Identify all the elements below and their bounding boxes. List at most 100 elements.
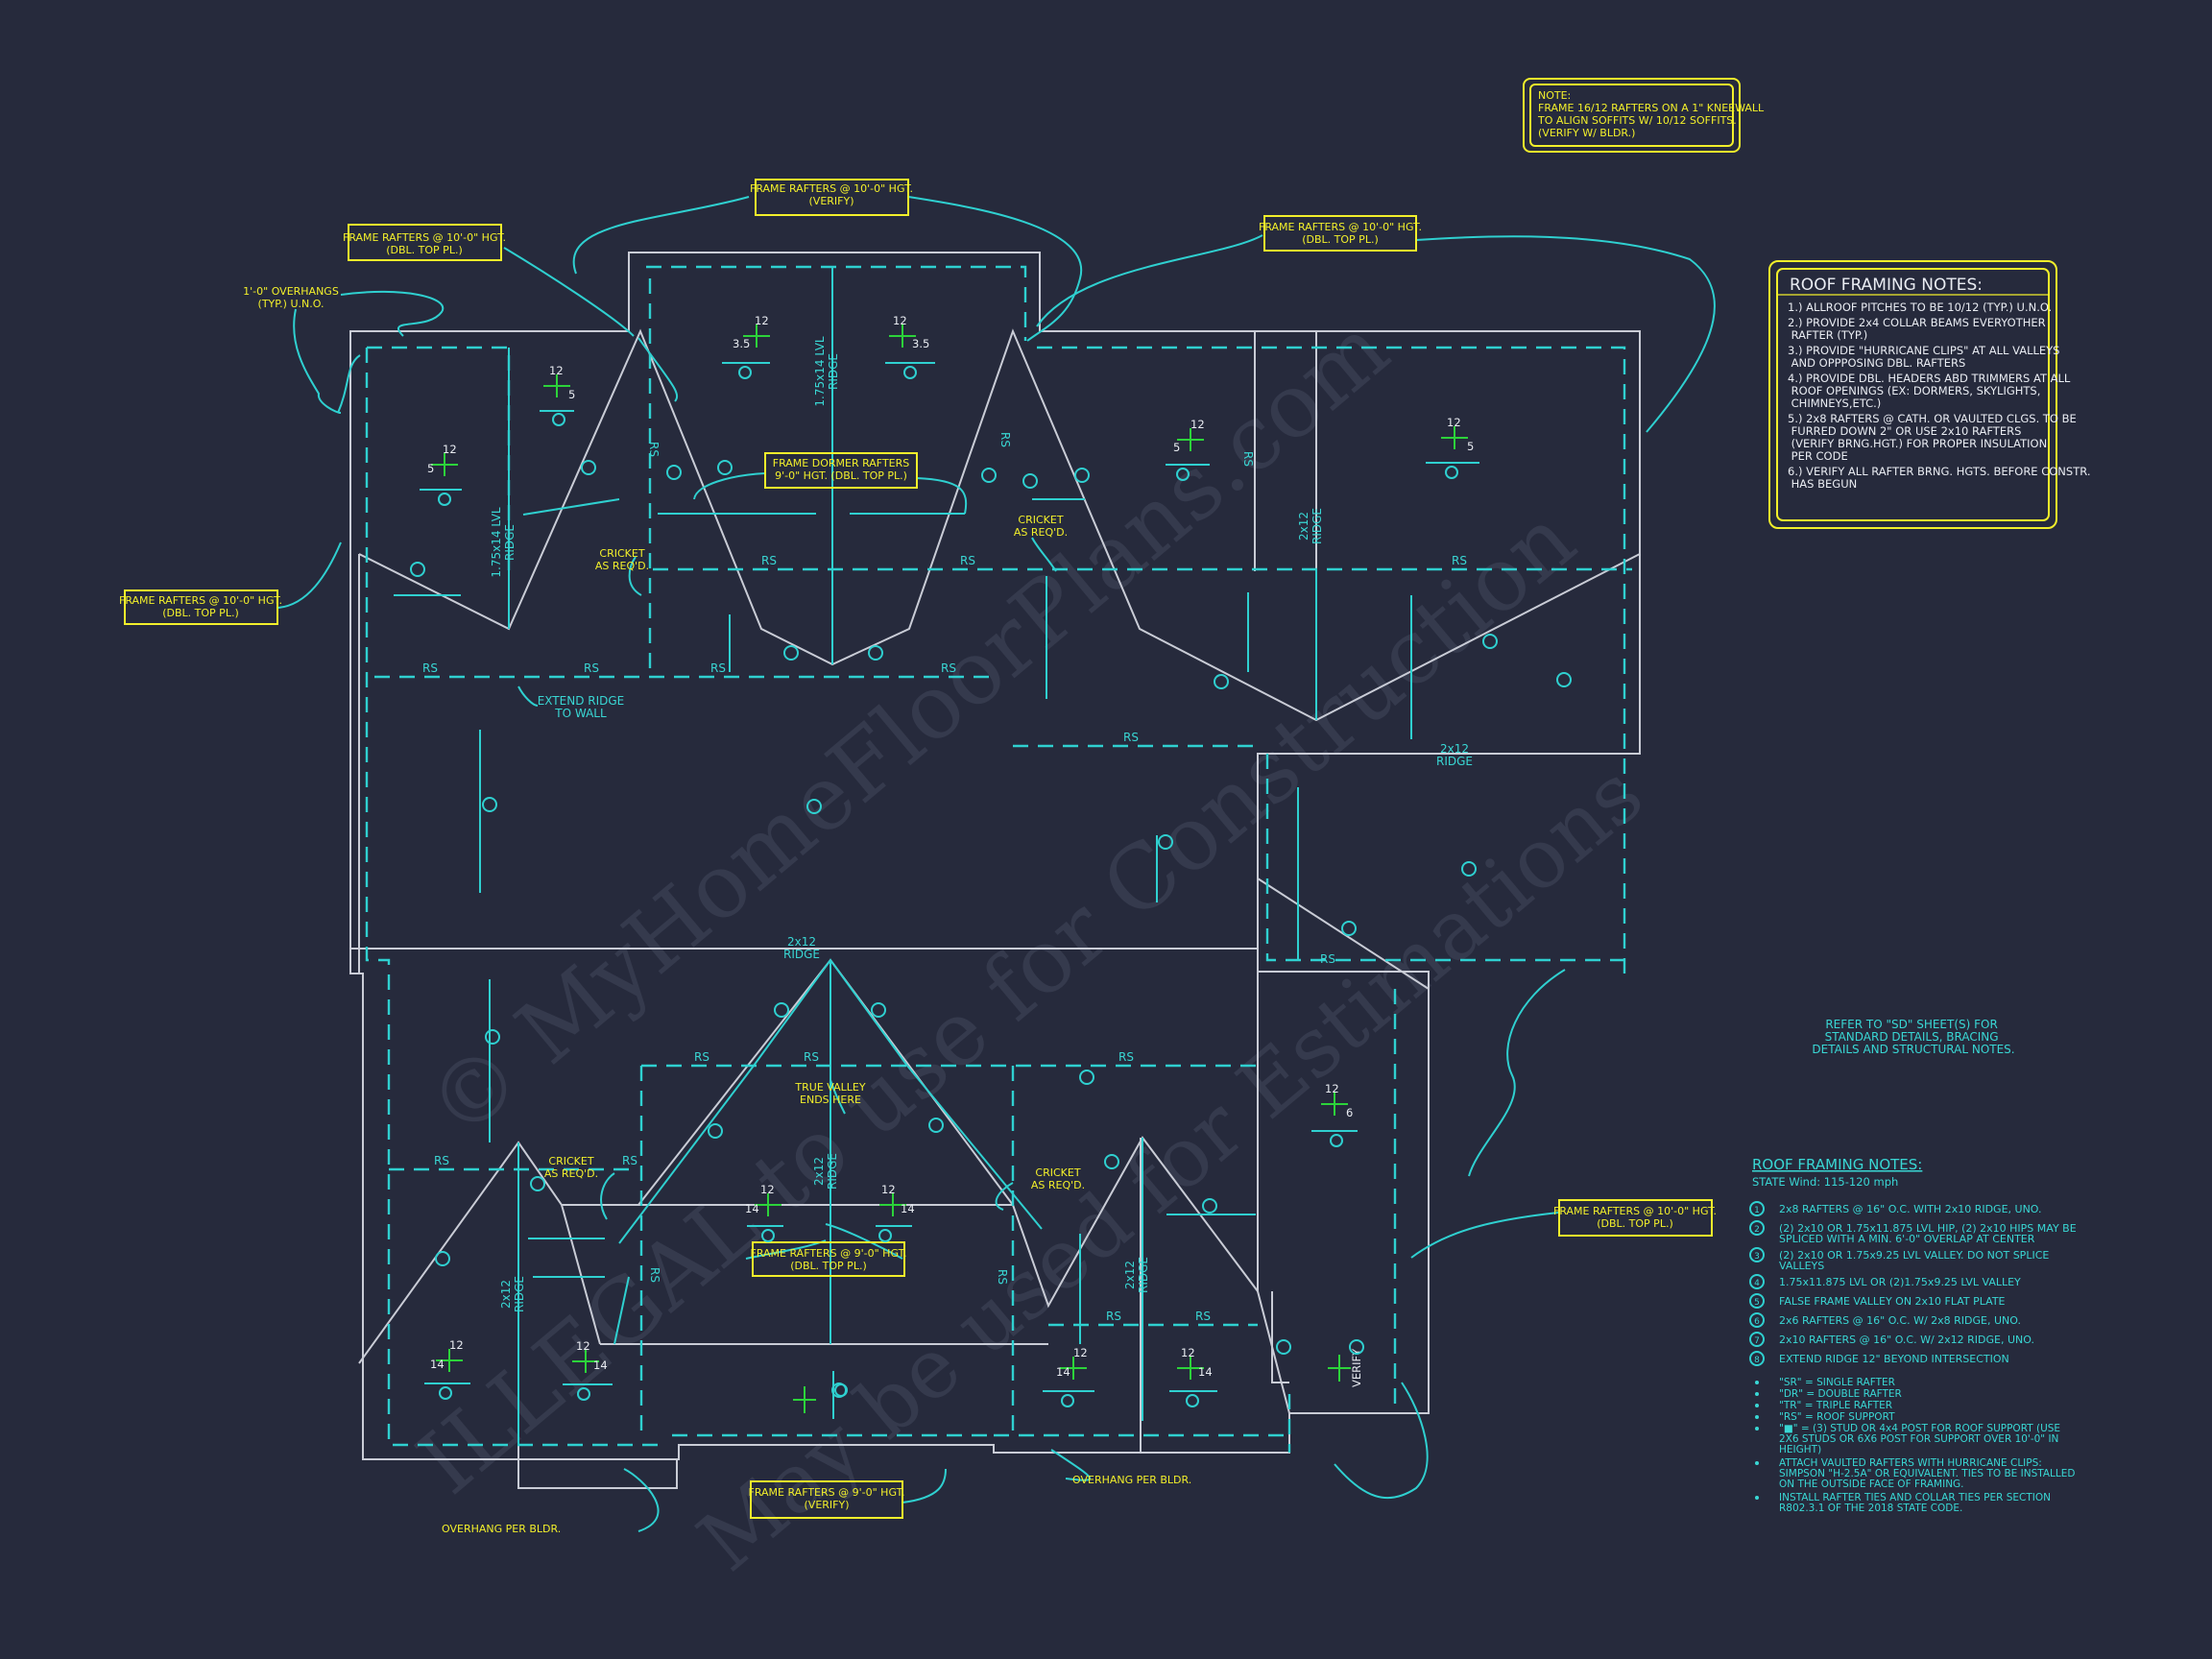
svg-text:12: 12 bbox=[449, 1338, 464, 1352]
ridge-labels: 1.75x14 LVLRIDGE 1.75x14 LVLRIDGE 2x12RI… bbox=[490, 336, 1473, 1312]
svg-text:12: 12 bbox=[881, 1183, 896, 1196]
general-note-line: ROOF OPENINGS (EX: DORMERS, SKYLIGHTS, bbox=[1788, 384, 2040, 397]
legend-number-circle bbox=[1749, 1351, 1765, 1366]
svg-text:14: 14 bbox=[1198, 1365, 1213, 1379]
legend-number: 5 bbox=[1754, 1298, 1760, 1308]
kneewall-note: NOTE: FRAME 16/12 RAFTERS ON A 1" KNEEWA… bbox=[1523, 78, 1767, 153]
legend-panel: ROOF FRAMING NOTES: STATE Wind: 115-120 … bbox=[1749, 1156, 2077, 1514]
general-notes-list: 1.) ALLROOF PITCHES TO BE 10/12 (TYP.) U… bbox=[1788, 301, 2090, 491]
abbreviation-text: "■" = (3) STUD OR 4x4 POST FOR ROOF SUPP… bbox=[1779, 1423, 2060, 1434]
general-note-line: 2.) PROVIDE 2x4 COLLAR BEAMS EVERYOTHER bbox=[1788, 316, 2046, 329]
legend-number: 8 bbox=[1754, 1356, 1760, 1365]
rs-label: RS bbox=[1123, 731, 1139, 744]
svg-text:1.75x14 LVLRIDGE: 1.75x14 LVLRIDGE bbox=[490, 507, 517, 577]
svg-text:12: 12 bbox=[549, 364, 564, 377]
kneewall-note-text: NOTE: FRAME 16/12 RAFTERS ON A 1" KNEEWA… bbox=[1537, 89, 1767, 139]
bullet-dot bbox=[1755, 1461, 1759, 1465]
legend-number: 7 bbox=[1754, 1336, 1760, 1346]
callout-bottom-center: FRAME RAFTERS @ 9'-0" HGT.(VERIFY) bbox=[749, 1486, 905, 1511]
rs-label: RS bbox=[998, 432, 1012, 447]
overhang-label: OVERHANG PER BLDR. bbox=[442, 1523, 561, 1535]
legend-item-text: 1.75x11.875 LVL OR (2)1.75x9.25 LVL VALL… bbox=[1779, 1276, 2021, 1288]
ridge-and-valley-lines bbox=[394, 267, 1412, 1445]
legend-number: 2 bbox=[1754, 1225, 1760, 1235]
roof-outline bbox=[349, 252, 1641, 1489]
legend-number-circle bbox=[1749, 1201, 1765, 1216]
rs-label: RS bbox=[996, 1269, 1009, 1285]
refer-note: REFER TO "SD" SHEET(S) FOR STANDARD DETA… bbox=[1812, 1018, 2014, 1056]
svg-text:12: 12 bbox=[760, 1183, 775, 1196]
legend-item-text: FALSE FRAME VALLEY ON 2x10 FLAT PLATE bbox=[1779, 1295, 2006, 1308]
abbreviation-text: "TR" = TRIPLE RAFTER bbox=[1779, 1400, 1892, 1411]
legend-title: ROOF FRAMING NOTES: bbox=[1752, 1156, 1922, 1173]
svg-text:12: 12 bbox=[755, 314, 769, 327]
svg-text:3.5: 3.5 bbox=[733, 337, 750, 350]
svg-text:12: 12 bbox=[1447, 416, 1461, 429]
svg-text:12: 12 bbox=[576, 1339, 590, 1353]
legend-item-text: VALLEYS bbox=[1779, 1260, 1824, 1272]
svg-text:2x12RIDGE: 2x12RIDGE bbox=[812, 1153, 839, 1190]
svg-text:2x12RIDGE: 2x12RIDGE bbox=[783, 935, 820, 961]
svg-text:12: 12 bbox=[1181, 1346, 1195, 1359]
rs-label: RS bbox=[941, 661, 956, 675]
abbreviation-text: R802.3.1 OF THE 2018 STATE CODE. bbox=[1779, 1503, 1962, 1514]
legend-number-circle bbox=[1749, 1312, 1765, 1328]
abbreviation-text: "DR" = DOUBLE RAFTER bbox=[1779, 1388, 1902, 1400]
callout-top-right: FRAME RAFTERS @ 10'-0" HGT.(DBL. TOP PL.… bbox=[1259, 221, 1422, 246]
general-notes-panel: ROOF FRAMING NOTES: 1.) ALLROOF PITCHES … bbox=[1768, 260, 2090, 529]
framing-callouts: FRAME RAFTERS @ 10'-0" HGT.(VERIFY) FRAM… bbox=[119, 179, 1717, 1519]
bullet-dot bbox=[1755, 1404, 1759, 1407]
rs-label: RS bbox=[584, 661, 599, 675]
svg-text:14: 14 bbox=[901, 1202, 915, 1215]
svg-text:1.75x14 LVLRIDGE: 1.75x14 LVLRIDGE bbox=[813, 336, 840, 406]
callout-center-lower: FRAME RAFTERS @ 9'-0" HGT.(DBL. TOP PL.) bbox=[751, 1247, 907, 1272]
svg-text:14: 14 bbox=[745, 1202, 759, 1215]
rs-label: RS bbox=[422, 661, 438, 675]
bullet-dot bbox=[1755, 1415, 1759, 1419]
rs-label: RS bbox=[761, 554, 777, 567]
callout-top-left: FRAME RAFTERS @ 10'-0" HGT.(DBL. TOP PL.… bbox=[343, 231, 506, 256]
general-note-line: CHIMNEYS,ETC.) bbox=[1788, 397, 1881, 410]
general-note-line: HAS BEGUN bbox=[1788, 477, 1857, 491]
svg-text:2x12RIDGE: 2x12RIDGE bbox=[499, 1276, 526, 1312]
abbreviation-text: SIMPSON "H-2.5A" OR EQUIVALENT. TIES TO … bbox=[1779, 1468, 2075, 1479]
rs-label: RS bbox=[1320, 952, 1335, 966]
abbreviation-text: "SR" = SINGLE RAFTER bbox=[1779, 1377, 1895, 1388]
overhang-label: OVERHANG PER BLDR. bbox=[1072, 1474, 1191, 1486]
legend-number-circle bbox=[1749, 1293, 1765, 1309]
abbreviation-text: ATTACH VAULTED RAFTERS WITH HURRICANE CL… bbox=[1779, 1457, 2042, 1469]
svg-text:5: 5 bbox=[568, 388, 575, 401]
bullet-dot bbox=[1755, 1392, 1759, 1396]
legend-number-circle bbox=[1749, 1220, 1765, 1236]
rs-label: RS bbox=[1106, 1310, 1121, 1323]
callout-right: FRAME RAFTERS @ 10'-0" HGT.(DBL. TOP PL.… bbox=[1553, 1205, 1717, 1230]
general-note-line: AND OPPPOSING DBL. RAFTERS bbox=[1788, 356, 1965, 370]
bearing-walls bbox=[365, 265, 1632, 1453]
general-note-line: PER CODE bbox=[1788, 449, 1848, 463]
legend-abbreviations: "SR" = SINGLE RAFTER"DR" = DOUBLE RAFTER… bbox=[1755, 1377, 2075, 1514]
general-note-line: 4.) PROVIDE DBL. HEADERS ABD TRIMMERS AT… bbox=[1788, 372, 2071, 385]
svg-text:12: 12 bbox=[1190, 418, 1205, 431]
legend-number: 3 bbox=[1754, 1252, 1760, 1262]
rs-label: RS bbox=[960, 554, 975, 567]
rs-label: RS bbox=[1452, 554, 1467, 567]
legend-item-text: 2x6 RAFTERS @ 16" O.C. W/ 2x8 RIDGE, UNO… bbox=[1779, 1314, 2021, 1327]
rs-label: RS bbox=[647, 442, 661, 457]
general-notes-title: ROOF FRAMING NOTES: bbox=[1790, 276, 1983, 295]
rs-label: RS bbox=[1118, 1050, 1134, 1064]
bullet-dot bbox=[1755, 1381, 1759, 1384]
svg-text:14: 14 bbox=[593, 1358, 608, 1372]
legend-item-text: (2) 2x10 OR 1.75x9.25 LVL VALLEY. DO NOT… bbox=[1779, 1249, 2049, 1262]
legend-item-text: SPLICED WITH A MIN. 6'-0" OVERLAP AT CEN… bbox=[1779, 1233, 2035, 1245]
legend-number: 6 bbox=[1754, 1317, 1760, 1327]
legend-item-text: EXTEND RIDGE 12" BEYOND INTERSECTION bbox=[1779, 1353, 2009, 1365]
svg-text:14: 14 bbox=[430, 1358, 445, 1371]
